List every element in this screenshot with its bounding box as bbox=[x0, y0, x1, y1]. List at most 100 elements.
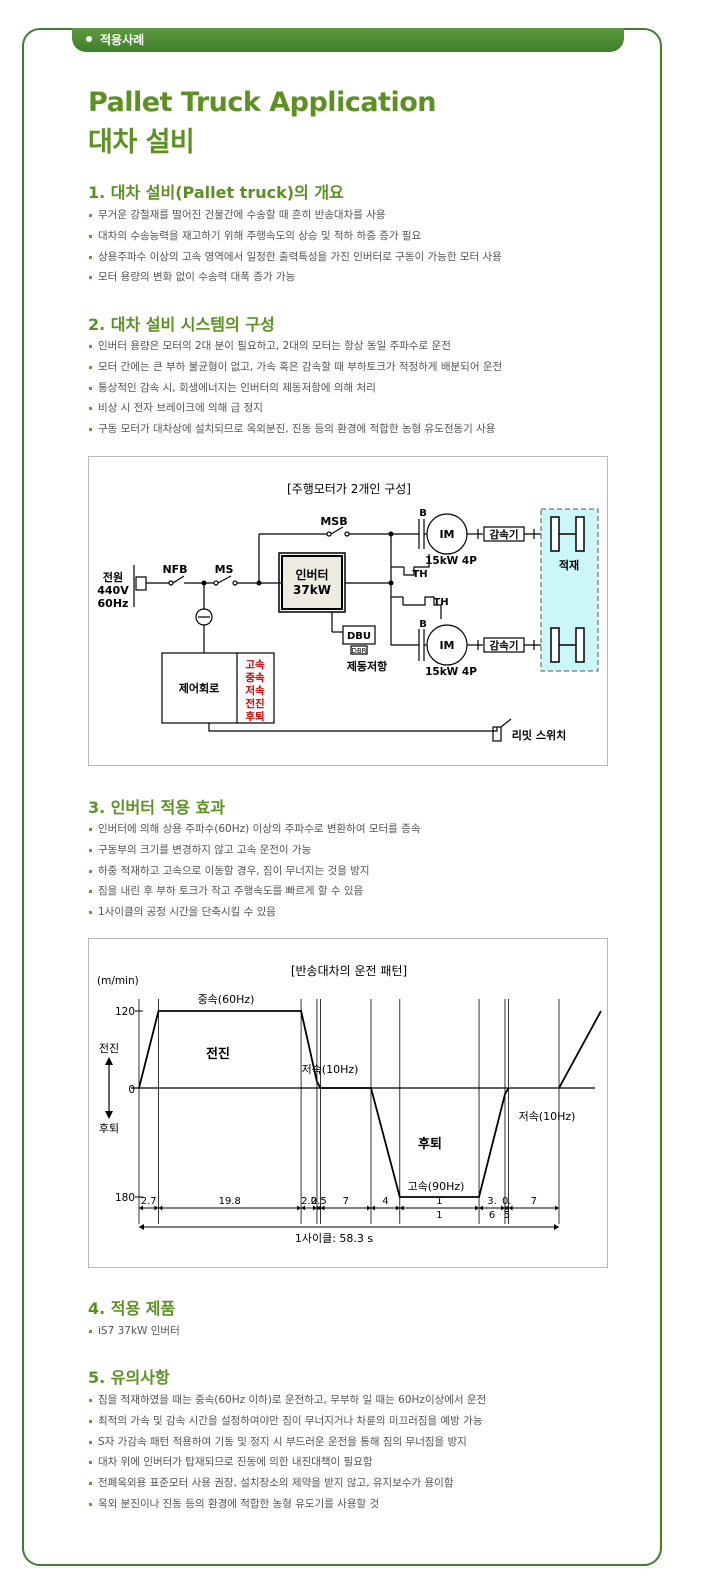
system-diagram: [주행모터가 2개인 구성] 전원 440V 60Hz NFB MS MSB 인… bbox=[88, 456, 608, 766]
section-3-heading: 3. 인버터 적용 효과 bbox=[88, 798, 225, 817]
dbr-label: DBR bbox=[351, 647, 366, 655]
section-5-heading: 5. 유의사항 bbox=[88, 1368, 170, 1387]
arrowhead-icon bbox=[320, 1205, 325, 1211]
section-2-list: 인버터 용량은 모터의 2대 분이 필요하고, 2대의 모터는 항상 동일 주파… bbox=[88, 336, 502, 440]
list-item: 최적의 가속 및 감속 시간을 설정하여야만 짐이 무너지거나 차륜의 미끄러짐… bbox=[88, 1411, 486, 1432]
section-3-list: 인버터에 의해 상용 주파수(60Hz) 이상의 주파수로 변환하여 모터를 증… bbox=[88, 819, 420, 923]
arrowhead-icon bbox=[301, 1205, 306, 1211]
arrowhead-icon bbox=[554, 1224, 559, 1230]
direction-forward: 전진 bbox=[99, 1042, 119, 1055]
segment-duration-label: 7 bbox=[343, 1196, 349, 1207]
arrowhead-icon bbox=[555, 1205, 559, 1211]
list-item: 대차 위에 인버터가 탑재되므로 진동에 의한 내진대책이 필요함 bbox=[88, 1452, 486, 1473]
arrowhead-icon bbox=[504, 1205, 509, 1211]
segment-duration-label: 19.8 bbox=[219, 1196, 241, 1207]
segment-duration-label: 0. bbox=[502, 1196, 512, 1207]
limit-switch-label: 리밋 스위치 bbox=[512, 728, 566, 742]
reducer-label-top: 감속기 bbox=[490, 528, 519, 541]
segment-duration-label: 5 bbox=[504, 1210, 510, 1221]
down-arrow-icon bbox=[105, 1111, 113, 1119]
annotation-high-speed: 고속(90Hz) bbox=[408, 1180, 465, 1193]
annotation-mid-speed: 중속(60Hz) bbox=[198, 993, 255, 1006]
arrowhead-icon bbox=[139, 1205, 143, 1211]
list-item: 통상적인 감속 시, 회생에너지는 인버터의 제동저항에 의해 처리 bbox=[88, 378, 502, 399]
arrowhead-icon bbox=[316, 1205, 321, 1211]
arrowhead-icon bbox=[312, 1205, 317, 1211]
arrowhead-icon bbox=[508, 1205, 513, 1211]
brake-resistor-label: 제동저항 bbox=[347, 659, 387, 673]
list-item: 1사이클의 공정 시간을 단축시킬 수 있음 bbox=[88, 902, 420, 923]
page-title-en: Pallet Truck Application bbox=[88, 87, 436, 118]
ms-label: MS bbox=[215, 563, 234, 576]
motor-label-bottom: IM bbox=[439, 639, 454, 652]
segment-duration-label: 4 bbox=[382, 1196, 388, 1207]
command-forward: 전진 bbox=[245, 697, 264, 710]
up-arrow-icon bbox=[105, 1057, 113, 1065]
list-item: S자 가감속 패턴 적용하여 기동 및 정지 시 부드러운 운전을 통해 짐의 … bbox=[88, 1432, 486, 1453]
y-tick-180: 180 bbox=[115, 1192, 135, 1204]
power-label: 전원 bbox=[103, 570, 123, 584]
list-item: 모터 간에는 큰 부하 불균형이 없고, 가속 혹은 감속할 때 부하토크가 적… bbox=[88, 357, 502, 378]
page-title-ko: 대차 설비 bbox=[88, 127, 195, 158]
list-item: 하중 적재하고 고속으로 이동할 경우, 짐이 무너지는 것을 방지 bbox=[88, 861, 420, 882]
segment-duration-label: 7 bbox=[531, 1196, 537, 1207]
arrowhead-icon bbox=[479, 1205, 484, 1211]
segment-duration-label: 2.2 bbox=[301, 1196, 317, 1207]
brake-label-top: B bbox=[419, 508, 427, 519]
cycle-total-label: 1사이클: 58.3 s bbox=[295, 1232, 374, 1245]
list-item: 무거운 강철재를 떨어진 건물간에 수송할 때 흔히 반송대차를 사용 bbox=[88, 205, 502, 226]
list-item: 짐을 내린 후 부하 토크가 작고 주행속도를 빠르게 할 수 있음 bbox=[88, 881, 420, 902]
section-tab: 적용사례 bbox=[72, 28, 624, 52]
list-item: 구동부의 크기를 변경하지 않고 고속 운전이 가능 bbox=[88, 840, 420, 861]
brake-label-bottom: B bbox=[419, 619, 427, 630]
list-item: 전폐옥외용 표준모터 사용 권장, 설치장소의 제약을 받지 않고, 유지보수가… bbox=[88, 1473, 486, 1494]
list-item: 구동 모터가 대차상에 설치되므로 옥외분진, 진동 등의 환경에 적합한 농형… bbox=[88, 419, 502, 440]
section-1-list: 무거운 강철재를 떨어진 건물간에 수송할 때 흔히 반송대차를 사용 대차의 … bbox=[88, 205, 502, 288]
list-item: 인버터에 의해 상용 주파수(60Hz) 이상의 주파수로 변환하여 모터를 증… bbox=[88, 819, 420, 840]
tab-label: 적용사례 bbox=[100, 33, 145, 47]
arrowhead-icon bbox=[366, 1205, 371, 1211]
arrowhead-icon bbox=[154, 1205, 159, 1211]
segment-duration-label: 2.7 bbox=[141, 1196, 157, 1207]
list-item: 인버터 용량은 모터의 2대 분이 필요하고, 2대의 모터는 항상 동일 주파… bbox=[88, 336, 502, 357]
region-reverse: 후퇴 bbox=[418, 1136, 442, 1152]
dbu-label: DBU bbox=[347, 631, 371, 642]
command-low: 저속 bbox=[245, 684, 265, 697]
region-forward: 전진 bbox=[206, 1046, 230, 1062]
reducer-label-bottom: 감속기 bbox=[490, 639, 519, 652]
y-tick-120: 120 bbox=[115, 1006, 135, 1018]
system-diagram-svg: [주행모터가 2개인 구성] 전원 440V 60Hz NFB MS MSB 인… bbox=[97, 481, 599, 742]
load-label: 적재 bbox=[559, 558, 579, 572]
motor-label-top: IM bbox=[439, 528, 454, 541]
list-item: 비상 시 전자 브레이크에 의해 급 정지 bbox=[88, 398, 502, 419]
power-voltage: 440V bbox=[97, 584, 129, 597]
msb-label: MSB bbox=[320, 515, 347, 528]
segment-duration-label: 1 bbox=[436, 1210, 442, 1221]
command-high: 고속 bbox=[245, 659, 265, 671]
segment-duration-label: 3. bbox=[487, 1196, 497, 1207]
operation-pattern-chart: [반송대차의 운전 패턴] (m/min) 120 0 180 전진 후퇴 전진… bbox=[88, 938, 608, 1268]
nfb-label: NFB bbox=[162, 563, 187, 576]
next-cycle-ramp bbox=[558, 1010, 602, 1089]
y-tick-0: 0 bbox=[128, 1084, 135, 1096]
motor-rating-bottom: 15kW 4P bbox=[425, 666, 477, 678]
speed-profile-line bbox=[138, 1010, 510, 1198]
arrowhead-icon bbox=[139, 1224, 144, 1230]
control-circuit-label: 제어회로 bbox=[179, 681, 219, 695]
section-2-heading: 2. 대차 설비 시스템의 구성 bbox=[88, 315, 275, 334]
arrowhead-icon bbox=[395, 1205, 400, 1211]
arrowhead-icon bbox=[475, 1205, 480, 1211]
chart-title: [반송대차의 운전 패턴] bbox=[291, 964, 407, 978]
diagram-title: [주행모터가 2개인 구성] bbox=[287, 481, 411, 496]
power-frequency: 60Hz bbox=[98, 597, 129, 610]
segment-duration-label: 0.5 bbox=[311, 1196, 327, 1207]
list-item: 모터 용량의 변화 없이 수송력 대폭 증가 가능 bbox=[88, 267, 502, 288]
arrowhead-icon bbox=[500, 1205, 505, 1211]
arrowhead-icon bbox=[158, 1205, 163, 1211]
section-1-heading: 1. 대차 설비(Pallet truck)의 개요 bbox=[88, 183, 344, 202]
inverter-rating: 37kW bbox=[293, 583, 331, 597]
y-axis-unit: (m/min) bbox=[97, 975, 139, 987]
command-mid: 중속 bbox=[245, 672, 265, 684]
section-5-list: 짐을 적재하였을 때는 중속(60Hz 이하)로 운전하고, 무부하 일 때는 … bbox=[88, 1390, 486, 1515]
direction-reverse: 후퇴 bbox=[99, 1122, 119, 1135]
